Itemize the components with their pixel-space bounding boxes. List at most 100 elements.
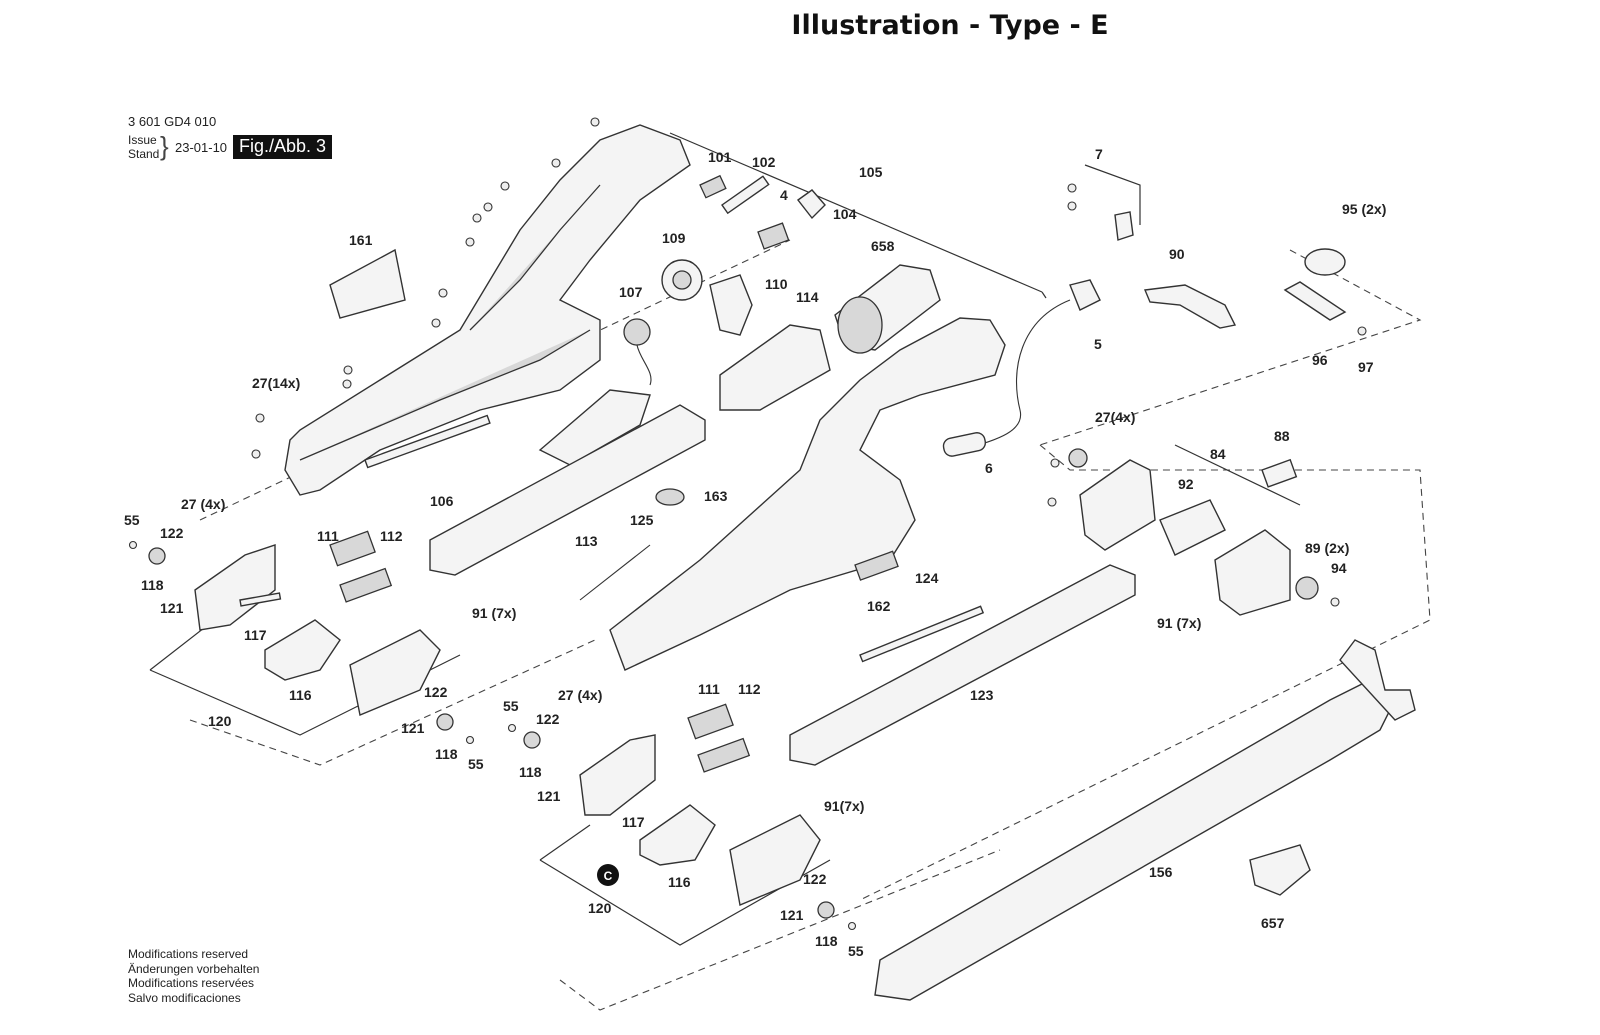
screw-icon <box>472 213 482 223</box>
part-label: 112 <box>738 681 761 697</box>
part-label: 91 (7x) <box>472 605 516 621</box>
part-101 <box>699 174 727 199</box>
part-label: 117 <box>622 814 645 830</box>
main-body <box>609 317 1006 671</box>
note-line: Modifications reservées <box>128 976 255 990</box>
page-title: Illustration - Type - E <box>791 10 1109 41</box>
screws-27-14x <box>251 117 600 459</box>
screw-icon <box>431 318 441 328</box>
part-label: 122 <box>803 871 827 887</box>
part-84-cover <box>1214 529 1291 616</box>
part-label: 97 <box>1358 359 1374 375</box>
part-117-pin <box>239 592 282 607</box>
top-right-parts <box>1067 183 1367 336</box>
part-label: 118 <box>435 746 458 762</box>
part-92 <box>1159 499 1226 556</box>
screw-icon <box>1067 201 1077 211</box>
wire-107 <box>636 344 652 386</box>
part-label: 55 <box>124 512 140 528</box>
part-label: 111 <box>698 681 720 697</box>
part-7-clip <box>1114 211 1134 241</box>
part-156-hook <box>1339 639 1416 721</box>
part-label: 27 (4x) <box>558 687 602 703</box>
part-107 <box>623 318 651 346</box>
part-label: 90 <box>1169 246 1185 262</box>
part-label: 121 <box>401 720 425 736</box>
part-96-bracket <box>1283 281 1347 321</box>
part-label: 92 <box>1178 476 1194 492</box>
part-label: 116 <box>668 874 691 890</box>
part-label: 89 (2x) <box>1305 540 1349 556</box>
part-label: 657 <box>1261 915 1285 931</box>
part-label: 118 <box>815 933 838 949</box>
part-label: 122 <box>160 525 184 541</box>
part-89-washer <box>1295 576 1319 600</box>
part-95-clamp <box>1304 248 1346 276</box>
part-658-ring <box>837 296 883 354</box>
part-110 <box>709 274 753 336</box>
part-116-connector <box>264 619 341 681</box>
part-label: 123 <box>970 687 994 703</box>
part-label: 104 <box>833 206 857 222</box>
part-116-connector <box>639 804 716 866</box>
part-label: 5 <box>1094 336 1102 352</box>
part-109-hub <box>672 270 692 290</box>
label-plate-161 <box>329 248 406 319</box>
frame-line <box>1174 444 1301 506</box>
part-label: 110 <box>765 276 788 292</box>
housing-half-left <box>284 124 691 496</box>
part-label: 109 <box>662 230 686 246</box>
part-label: 111 <box>317 528 339 544</box>
part-114-motor <box>719 324 831 411</box>
part-label: 124 <box>915 570 939 586</box>
part-label: 4 <box>780 187 788 203</box>
screw-icon <box>500 181 510 191</box>
issue-stand-labels: Issue Stand <box>128 133 159 161</box>
screw-icon <box>465 735 475 745</box>
part-163 <box>655 488 685 506</box>
screw-icon <box>1357 326 1367 336</box>
part-label: 113 <box>575 533 598 549</box>
section-marker-c: C <box>597 864 619 886</box>
part-123-tube <box>789 564 1136 766</box>
right-nozzle-parts <box>1047 448 1340 616</box>
part-label: 55 <box>468 756 484 772</box>
part-112 <box>339 567 393 603</box>
motor-section <box>429 264 941 601</box>
part-117-bracket <box>194 544 276 631</box>
frame-line <box>669 132 1043 293</box>
part-4 <box>757 222 790 250</box>
assembly-frames <box>149 132 1431 1011</box>
part-112 <box>697 737 751 773</box>
screw-icon <box>342 379 352 389</box>
part-label: 91(7x) <box>824 798 864 814</box>
tube-123 <box>789 564 1136 766</box>
part-label: 94 <box>1331 560 1347 576</box>
screw-icon <box>590 117 600 127</box>
screw-icon <box>343 365 353 375</box>
switch-parts <box>623 174 826 386</box>
part-90-lever <box>1143 284 1237 329</box>
part-label: 121 <box>160 600 184 616</box>
part-84-housing <box>1079 459 1156 551</box>
part-label: 102 <box>752 154 776 170</box>
washer-icon <box>148 547 166 565</box>
part-156-tube <box>874 679 1396 1001</box>
part-120-cover <box>349 629 441 716</box>
part-label: 122 <box>424 684 448 700</box>
note-line: Änderungen vorbehalten <box>128 961 260 976</box>
part-label: 156 <box>1149 864 1173 880</box>
part-113-tube <box>429 404 706 576</box>
document-number: 3 601 GD4 010 <box>128 114 217 129</box>
part-label: 118 <box>519 764 542 780</box>
part-657-clip <box>1249 844 1311 896</box>
part-label: 27(4x) <box>1095 409 1135 425</box>
screw-icon <box>551 158 561 168</box>
part-label: 7 <box>1095 146 1103 162</box>
part-label: 114 <box>796 289 819 305</box>
power-cord <box>942 279 1101 457</box>
frame-line <box>1084 164 1141 225</box>
nozzle-assembly-upper <box>128 530 475 745</box>
